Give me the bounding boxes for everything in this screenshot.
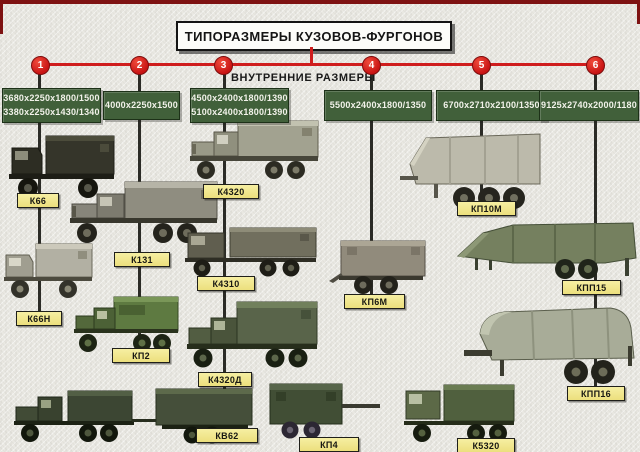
node-6-number: 6 [592, 60, 599, 71]
dims-group-1: 3680x2250x1800/1500 3380x2250x1430/1340 [2, 88, 101, 123]
right-border [637, 0, 640, 24]
truck-photo-k4320 [186, 118, 320, 182]
truck-photo-k4310 [180, 226, 320, 278]
dims-5-line-1: 6700x2710x2100/1350 [443, 99, 540, 110]
dims-group-2: 4000x2250x1500 [103, 91, 180, 120]
node-1: 1 [31, 56, 50, 75]
node-1-number: 1 [37, 60, 44, 71]
dims-6-line-1: 9125x2740x2000/1180 [541, 99, 637, 110]
truck-photo-k5320 [400, 377, 518, 445]
trailer-photo-kp6m [327, 235, 431, 295]
dims-group-3: 4500x2400x1800/1390 5100x2400x1800/1390 [190, 88, 289, 123]
trailer-photo-kpp15 [455, 214, 640, 282]
node-6: 6 [586, 56, 605, 75]
tag-k4310: К4310 [197, 276, 255, 291]
trailer-photo-kp4 [266, 376, 382, 440]
dims-group-4: 5500x2400x1800/1350 [324, 90, 432, 121]
truck-photo-k131 [63, 178, 220, 246]
column-line-5 [480, 66, 483, 205]
top-border [0, 0, 640, 4]
tag-k66: К66 [17, 193, 59, 208]
dims-4-line-1: 5500x2400x1800/1350 [329, 99, 427, 110]
column-line-4 [370, 66, 373, 298]
node-2-number: 2 [136, 60, 143, 71]
trunk-line [39, 63, 597, 66]
truck-photo-kp2 [70, 291, 182, 357]
node-3-number: 3 [220, 60, 227, 71]
node-3: 3 [214, 56, 233, 75]
dims-3-line-1: 4500x2400x1800/1390 [191, 93, 288, 104]
title-connector-line [310, 47, 313, 65]
tag-kv62: КВ62 [196, 428, 258, 443]
dims-1-line-1: 3680x2250x1800/1500 [3, 93, 100, 104]
dims-group-6: 9125x2740x2000/1180 [539, 90, 639, 121]
subtitle-inner-sizes: ВНУТРЕННИЕ РАЗМЕРЫ [231, 72, 376, 84]
tag-kp6m: КП6М [344, 294, 405, 309]
node-2: 2 [130, 56, 149, 75]
dims-group-5: 6700x2710x2100/1350 [436, 90, 547, 121]
tag-kpp16: КПП16 [567, 386, 625, 401]
tag-kp4: КП4 [299, 437, 359, 452]
tag-k4320d: К4320Д [198, 372, 252, 387]
left-border [0, 0, 3, 34]
tag-k131: К131 [114, 252, 170, 267]
node-4: 4 [362, 56, 381, 75]
tag-kp2: КП2 [112, 348, 170, 363]
dims-3-line-2: 5100x2400x1800/1390 [191, 106, 288, 117]
node-4-number: 4 [368, 60, 375, 71]
node-5: 5 [472, 56, 491, 75]
dims-1-line-2: 3380x2250x1430/1340 [3, 106, 100, 117]
dims-2-line-1: 4000x2250x1500 [105, 99, 178, 110]
node-5-number: 5 [478, 60, 485, 71]
truck-photo-k4320d [183, 298, 320, 370]
tag-k5320: К5320 [457, 438, 515, 452]
trailer-photo-kpp16 [462, 302, 640, 388]
column-line-1 [38, 66, 41, 316]
tag-kp10m: КП10М [457, 201, 516, 216]
page-title: ТИПОРАЗМЕРЫ КУЗОВОВ-ФУРГОНОВ [176, 21, 452, 51]
truck-photo-k66n [0, 239, 95, 301]
tag-k4320: К4320 [203, 184, 259, 199]
tag-k66n: К66Н [16, 311, 62, 326]
tag-kpp15: КПП15 [562, 280, 621, 295]
